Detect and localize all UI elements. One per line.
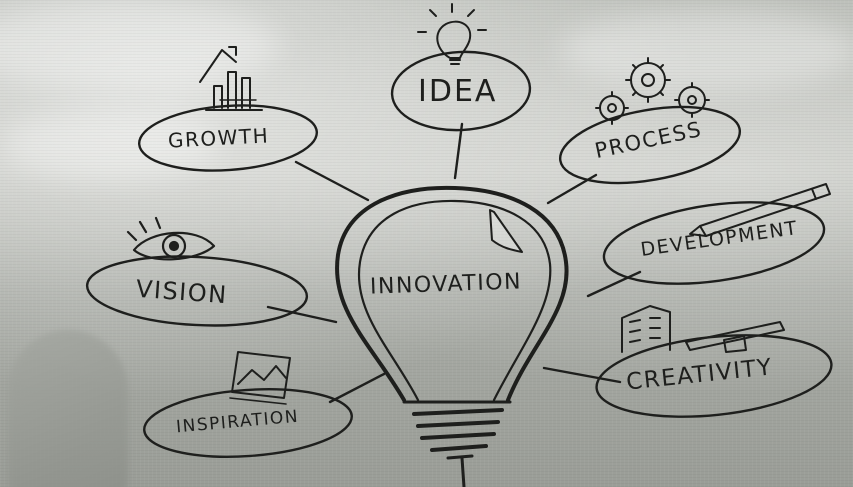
sky-cloud — [560, 10, 853, 90]
node-oval-development — [602, 201, 826, 285]
node-oval-growth — [137, 104, 319, 172]
node-oval-inspiration — [143, 388, 353, 458]
connector-growth — [294, 160, 370, 202]
connector-vision — [266, 305, 338, 324]
factory-arrow-icon — [199, 46, 263, 111]
picture-icon — [229, 351, 291, 405]
node-label-idea: IDEA — [418, 74, 498, 109]
pencil-icon — [689, 183, 831, 237]
hand-silhouette — [8, 330, 128, 487]
center-bulb-icon — [335, 185, 569, 487]
sky-cloud — [0, 0, 280, 90]
node-oval-process — [558, 105, 742, 185]
eye-icon — [126, 216, 216, 261]
connector-idea — [453, 122, 464, 180]
center-label: INNOVATION — [369, 269, 523, 300]
connector-creativity — [542, 366, 622, 384]
gears-icon — [595, 57, 710, 125]
building-tools-icon — [621, 305, 785, 353]
lightbulb-icon — [417, 3, 487, 65]
connector-inspiration — [328, 372, 386, 404]
connector-development — [586, 270, 642, 298]
node-oval-vision — [85, 255, 309, 327]
node-oval-idea — [390, 50, 532, 132]
